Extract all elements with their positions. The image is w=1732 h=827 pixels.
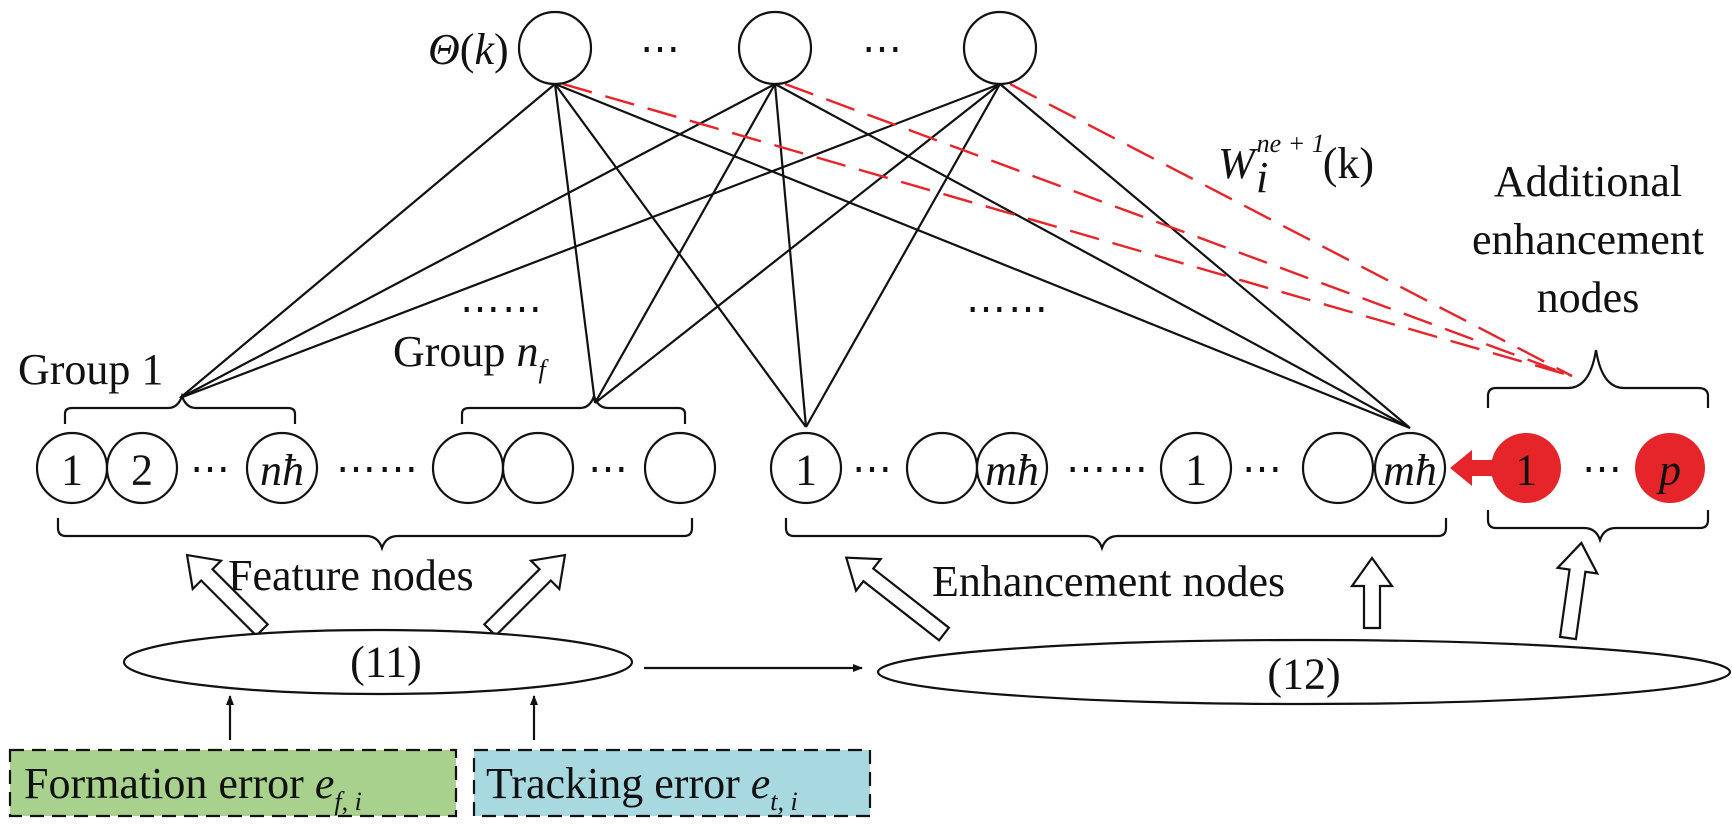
eq12-ellipse [876, 638, 1732, 706]
enhancement-node-blank-1 [905, 431, 979, 505]
red-edge-o1 [562, 82, 1573, 378]
enhancement-between-dots: ⋯⋯ [1066, 446, 1150, 491]
enhancement-layer: ⋯⋯ 1 ⋯ mħ ⋯⋯ 1 ⋯ mħ Enhancement nodes [769, 286, 1448, 606]
edge-o2-emh [774, 83, 1411, 429]
edge-o2-g1 [179, 83, 776, 399]
edge-o3-gn [594, 83, 1001, 404]
group-1-label: Group 1 [18, 345, 163, 394]
tracking-error-label: Tracking error et, i [486, 759, 798, 816]
additional-bottom-brace [1486, 510, 1710, 544]
additional-node-1-label: 1 [1515, 446, 1537, 495]
enhancement-node-mh-1-label: mħ [985, 446, 1039, 495]
feature-group-n-node-1 [431, 431, 505, 505]
output-node-3 [962, 10, 1038, 86]
output-label: Θ(k) [428, 25, 509, 74]
feature-node-2-label: 2 [131, 446, 153, 495]
enhancement-node-blank-2 [1301, 431, 1375, 505]
red-edge-o2 [784, 82, 1573, 378]
enhancement-top-dots: ⋯⋯ [966, 286, 1050, 331]
feature-node-nh-label: nħ [260, 446, 304, 495]
arrow-eq11-to-feature-left [185, 553, 270, 638]
output-node-1 [517, 10, 593, 86]
additional-nodes: 1 ⋯ p [1450, 433, 1710, 544]
equations: (11) (12) [122, 628, 1732, 706]
output-node-2 [737, 10, 813, 86]
eq11-ellipse [122, 628, 634, 696]
enhancement-nodes-label: Enhancement nodes [932, 557, 1285, 606]
feature-between-dots: ⋯⋯ [336, 446, 420, 491]
enhancement-node-group2-1-label: 1 [1185, 446, 1207, 495]
additional-node-1 [1491, 433, 1561, 503]
edge-o3-g1 [179, 82, 1001, 400]
feature-group-n-node-2 [501, 431, 575, 505]
red-edge-o3 [1009, 82, 1573, 378]
additional-line-3: nodes [1537, 273, 1640, 322]
enhancement-node-mh-2-label: mħ [1383, 446, 1437, 495]
additional-top-brace [1486, 349, 1710, 408]
enhancement-node-dots-1: ⋯ [852, 446, 894, 491]
edge-o1-g1 [179, 83, 556, 399]
output-dots-2: ⋯ [862, 26, 904, 71]
additional-node-p [1635, 433, 1705, 503]
feature-node-dots: ⋯ [190, 446, 232, 491]
edge-o3-emh [999, 83, 1411, 429]
additional-line-1: Additional [1494, 157, 1682, 206]
connection-lines [179, 82, 1411, 430]
weight-label: Wne + 1(k) [1218, 129, 1374, 188]
feature-bottom-brace [56, 518, 694, 552]
enhancement-node-1-label: 1 [795, 446, 817, 495]
formation-error-box [8, 748, 458, 818]
eq11-label: (11) [350, 638, 422, 687]
feature-node-nh [245, 431, 319, 505]
group-n-brace [460, 392, 687, 424]
enhancement-node-group2-1 [1159, 431, 1233, 505]
edge-o2-e1 [773, 83, 808, 428]
eq12-label: (12) [1267, 650, 1340, 699]
arrow-eq12-to-enhancement-up [1349, 556, 1395, 630]
edge-o3-e1 [805, 83, 1001, 428]
arrow-eq12-to-enhancement-left [844, 556, 951, 642]
additional-weight-lines [562, 82, 1573, 378]
arrow-eq12-to-additional [1555, 541, 1600, 641]
tracking-error-box [472, 748, 872, 818]
additional-node-p-label: p [1656, 446, 1681, 495]
additional-line-2: enhancement [1472, 215, 1704, 264]
enhancement-bottom-brace [784, 518, 1448, 552]
arrow-eq11-to-feature-right [482, 553, 567, 638]
feature-layer: Group 1 Group nf ⋯⋯ 1 2 ⋯ nħ ⋯⋯ ⋯ Featur… [18, 286, 717, 600]
enhancement-node-1 [769, 431, 843, 505]
group-1-brace [63, 392, 297, 424]
additional-node-dots: ⋯ [1582, 446, 1624, 491]
hollow-arrows [185, 541, 1600, 642]
group-n-label: Group nf [393, 327, 549, 384]
output-dots-1: ⋯ [640, 26, 682, 71]
inputs: Formation error ef, i Tracking error et,… [8, 695, 872, 818]
weight-subscript: i [1256, 153, 1268, 202]
additional-label: Additional enhancement nodes [1472, 157, 1704, 322]
feature-group-n-dots: ⋯ [588, 446, 630, 491]
edge-o1-emh [554, 82, 1411, 430]
feature-node-1-label: 1 [61, 446, 83, 495]
formation-error-label: Formation error ef, i [24, 759, 362, 816]
additional-red-arrow [1450, 450, 1494, 486]
output-layer: Θ(k) ⋯ ⋯ [428, 10, 1038, 86]
edge-o1-gn [553, 83, 597, 404]
enhancement-node-mh-1 [975, 431, 1049, 505]
feature-group-n-node-last [643, 431, 717, 505]
feature-nodes-label: Feature nodes [228, 551, 474, 600]
group-dots-top: ⋯⋯ [460, 286, 544, 331]
enhancement-node-mh-2 [1373, 431, 1447, 505]
edge-o1-e1 [554, 83, 807, 428]
enhancement-node-dots-2: ⋯ [1242, 446, 1284, 491]
feature-node-2 [105, 431, 179, 505]
